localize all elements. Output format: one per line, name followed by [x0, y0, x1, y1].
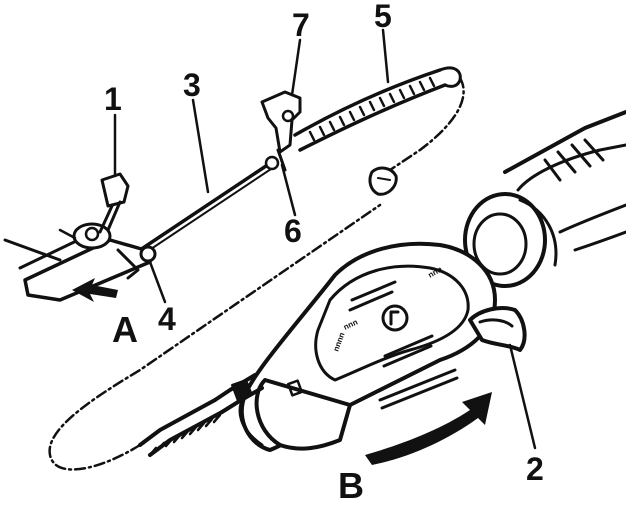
arrow-label-b: B [338, 465, 364, 506]
callout-3: 3 [183, 67, 201, 103]
callout-5: 5 [374, 0, 392, 34]
motion-arrow-a [72, 278, 118, 302]
callout-4: 4 [158, 301, 176, 337]
brake-cable-illustration [138, 155, 280, 256]
leader-lines [113, 28, 537, 450]
callout-7: 7 [292, 7, 310, 43]
motion-arrow-b [365, 392, 492, 465]
brake-lever-mechanism-illustration [3, 172, 157, 302]
arrow-label-a: A [112, 309, 138, 350]
guide-bar-illustration [48, 66, 465, 471]
motor-housing-illustration: nnn nnnn nnn [213, 110, 626, 452]
callout-2: 2 [526, 451, 544, 487]
callout-1: 1 [104, 81, 122, 117]
callout-6: 6 [284, 213, 302, 249]
